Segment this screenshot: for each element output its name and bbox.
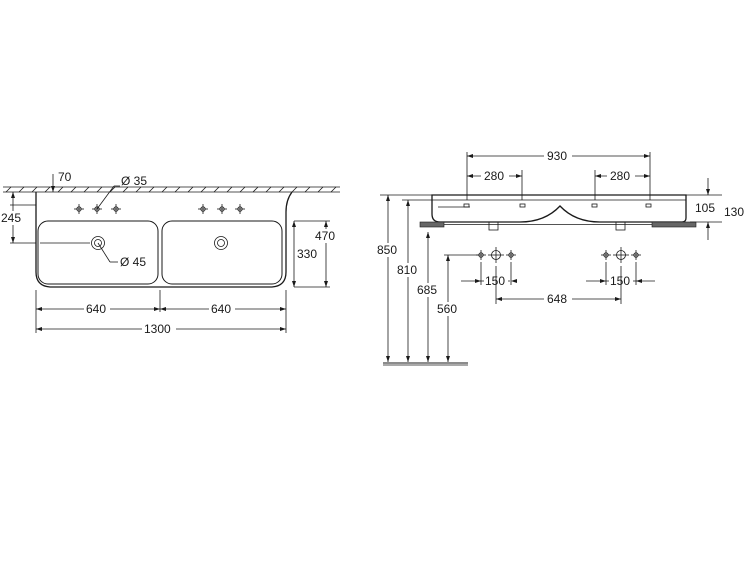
- fittings-right: 150: [586, 247, 655, 288]
- dim-130-label: 130: [724, 205, 744, 219]
- dim-810-label: 810: [397, 263, 417, 277]
- dim-245: 245: [0, 192, 36, 244]
- dim-470-label: 470: [315, 229, 335, 243]
- dim-280-right-label: 280: [610, 169, 630, 183]
- top-wall-hatch: [3, 186, 340, 193]
- dim-70-label: 70: [58, 170, 72, 184]
- tap-holes-left: [73, 203, 122, 215]
- dim-105-label: 105: [695, 201, 715, 215]
- dim-dia35-label: Ø 35: [121, 174, 147, 188]
- dim-850: 850: [376, 194, 432, 362]
- left-drain: [91, 236, 105, 250]
- dim-1300-label: 1300: [144, 322, 171, 336]
- dim-560: 560: [436, 254, 480, 362]
- dim-dia35: Ø 35: [96, 174, 147, 210]
- left-bowl: [37, 220, 159, 285]
- dim-850-label: 850: [377, 243, 397, 257]
- right-drain: [214, 236, 228, 250]
- dim-640-left-label: 640: [86, 302, 106, 316]
- dim-150-left-label: 150: [485, 274, 505, 288]
- dim-930: 930: [466, 149, 651, 200]
- dim-810: 810: [396, 199, 432, 362]
- tap-holes-right: [197, 203, 246, 215]
- dim-685: 685: [416, 232, 440, 362]
- dim-330-label: 330: [297, 247, 317, 261]
- dim-150-right-label: 150: [610, 274, 630, 288]
- dim-280-left-label: 280: [484, 169, 504, 183]
- right-bracket: [651, 221, 697, 228]
- side-basin-body: [431, 194, 687, 223]
- dim-685-label: 685: [417, 283, 437, 297]
- dim-dia45-label: Ø 45: [120, 255, 146, 269]
- dim-330: 330: [292, 221, 320, 287]
- dim-280-right: 280: [594, 169, 650, 200]
- dim-648: 648: [495, 266, 622, 306]
- dim-70: 70: [51, 170, 72, 192]
- dim-1300: 1300: [36, 322, 286, 336]
- dim-640-640: 640 640: [35, 290, 287, 333]
- dim-470: 470: [294, 220, 340, 288]
- right-bowl: [161, 220, 283, 285]
- dim-560-label: 560: [437, 302, 457, 316]
- side-view: 930 280 280 105: [376, 149, 744, 366]
- top-view: 70 Ø 35 245 Ø 45: [0, 170, 340, 336]
- dim-280-left: 280: [467, 169, 523, 200]
- dim-dia45: Ø 45: [97, 242, 146, 269]
- dim-930-label: 930: [547, 149, 567, 163]
- dim-245-label: 245: [1, 211, 21, 225]
- dim-105-130: 105 130: [686, 178, 744, 240]
- fittings-left: 150: [461, 247, 517, 288]
- dim-640-right-label: 640: [211, 302, 231, 316]
- left-bracket: [419, 221, 445, 228]
- basin-outline: [35, 191, 293, 288]
- dim-648-label: 648: [547, 292, 567, 306]
